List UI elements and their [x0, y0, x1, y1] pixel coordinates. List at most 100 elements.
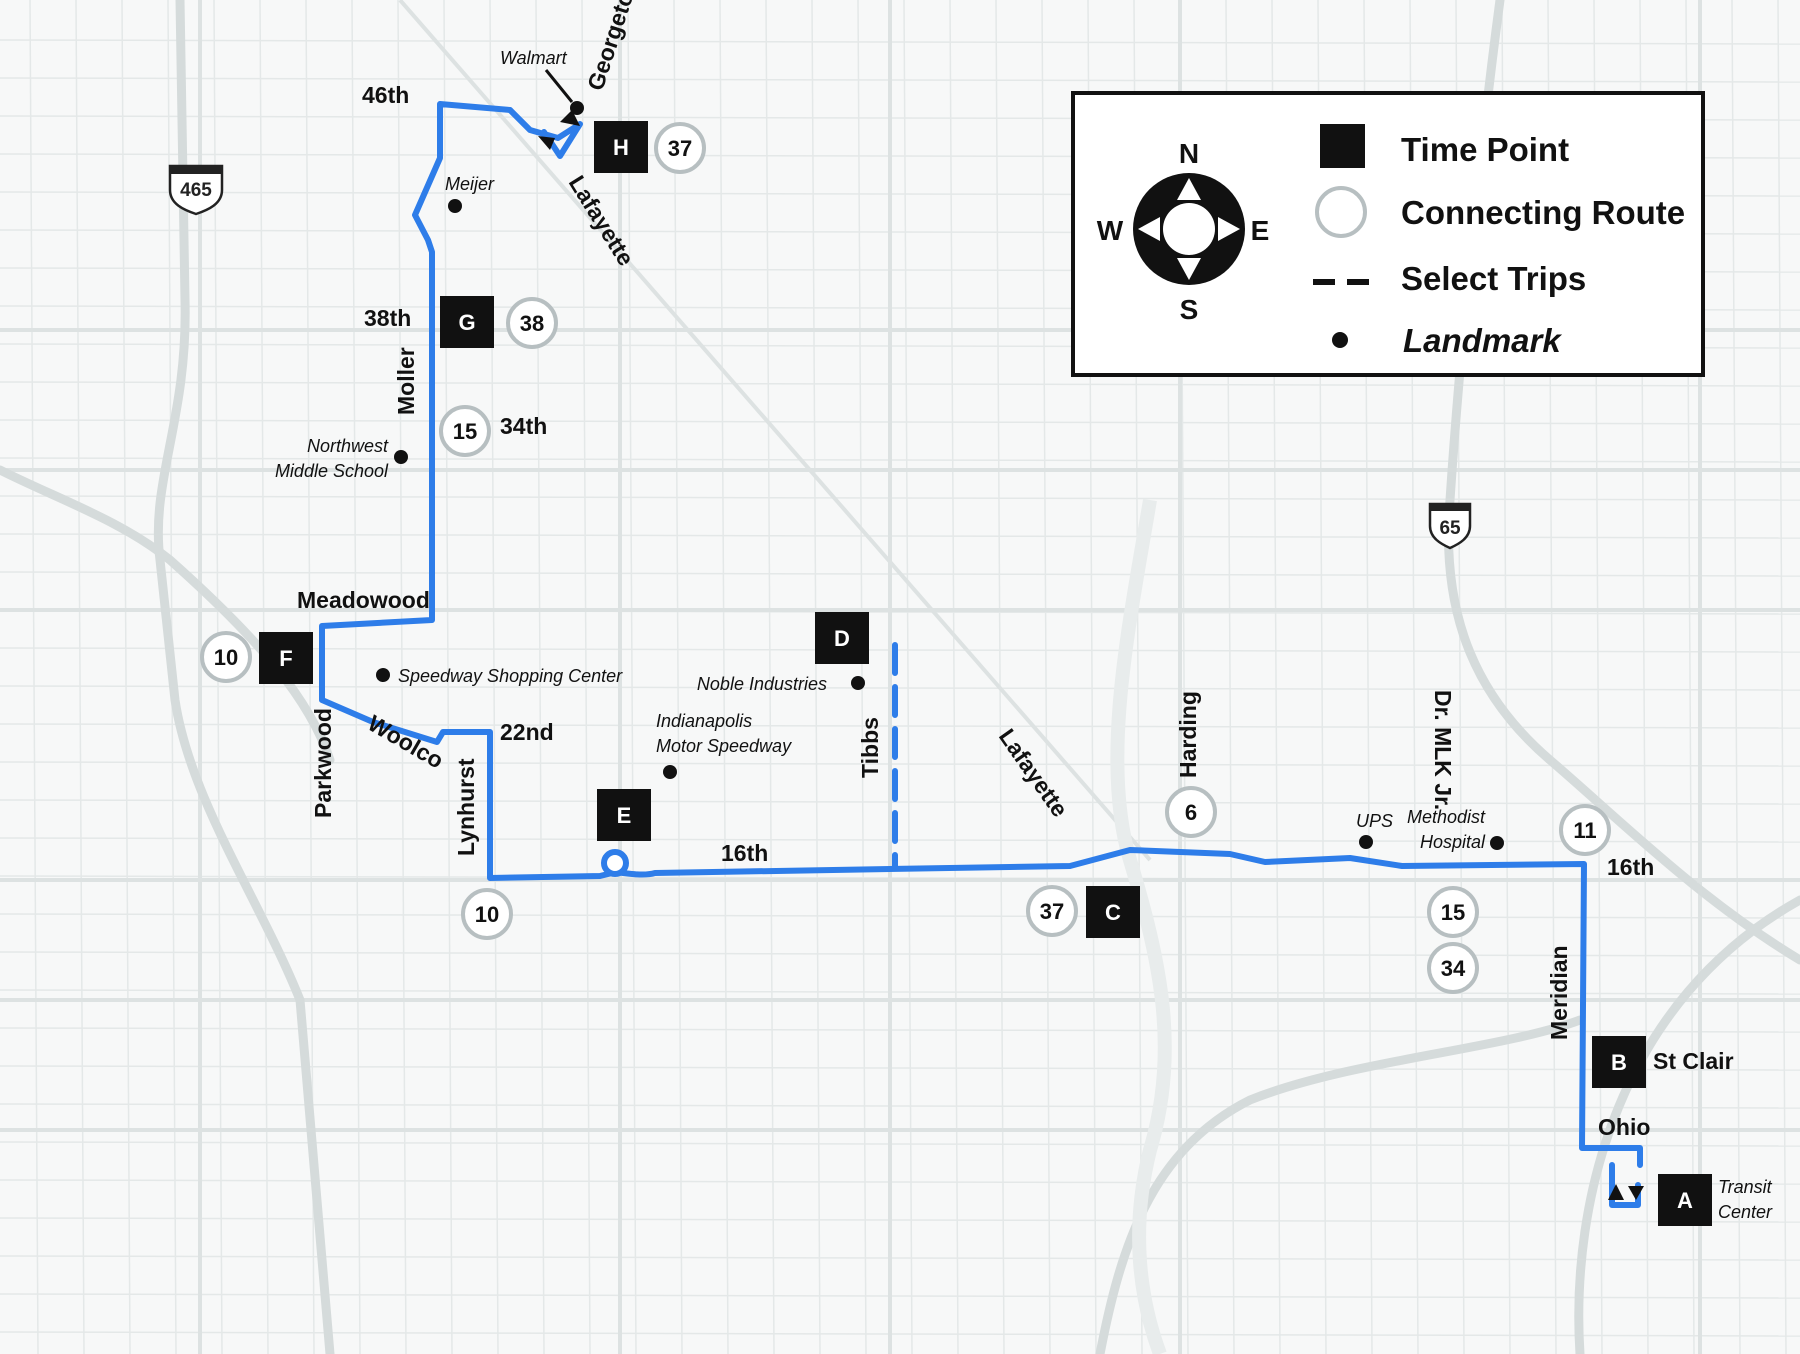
- landmark-transit-label-2: Center: [1718, 1202, 1773, 1222]
- landmark-ims-label-2: Motor Speedway: [656, 736, 792, 756]
- interstate-65-shield: 65: [1428, 502, 1472, 550]
- landmarks: Walmart Meijer Northwest Middle School S…: [275, 48, 1773, 1222]
- landmark-noble-label: Noble Industries: [697, 674, 827, 694]
- connecting-route-15-north: 15: [439, 405, 491, 457]
- legend-connecting-route-label: Connecting Route: [1401, 194, 1685, 231]
- connecting-route-38-label: 38: [520, 311, 544, 336]
- compass-arrow-e: [1218, 217, 1240, 241]
- landmark-ims-label-1: Indianapolis: [656, 711, 752, 731]
- connecting-route-37-south-label: 37: [1040, 899, 1064, 924]
- legend-connecting-route-symbol: [1315, 186, 1367, 238]
- connecting-route-37-north-label: 37: [668, 136, 692, 161]
- legend-landmark-label: Landmark: [1403, 322, 1562, 359]
- landmark-northwest-label-1: Northwest: [307, 436, 389, 456]
- compass-arrow-w: [1138, 217, 1160, 241]
- connecting-route-11: 11: [1559, 804, 1611, 856]
- compass-w: W: [1097, 215, 1124, 246]
- time-point-h-label: H: [613, 135, 629, 160]
- landmark-transit-center: Transit Center: [1718, 1177, 1773, 1222]
- time-point-e-label: E: [617, 803, 632, 828]
- street-16th-east: 16th: [1607, 854, 1654, 880]
- street-mlk: Dr. MLK Jr.: [1430, 690, 1456, 810]
- landmark-walmart: Walmart: [500, 48, 584, 115]
- legend-time-point-symbol: [1320, 124, 1365, 168]
- time-point-b: B: [1592, 1036, 1646, 1088]
- landmark-northwest-middle-school: Northwest Middle School: [275, 436, 408, 481]
- time-point-c: C: [1086, 886, 1140, 938]
- legend-time-point-label: Time Point: [1401, 131, 1569, 168]
- connecting-route-15-east-label: 15: [1441, 900, 1465, 925]
- interstate-65-label: 65: [1439, 518, 1461, 539]
- compass-arrow-n: [1177, 178, 1201, 200]
- connecting-route-10-west-label: 10: [214, 645, 238, 670]
- arrow-north-a: [560, 110, 580, 126]
- time-point-a: A: [1658, 1174, 1712, 1226]
- legend-landmark-symbol: [1332, 332, 1348, 348]
- time-points: H G F D E C B A: [259, 121, 1712, 1226]
- connecting-route-6-label: 6: [1185, 800, 1197, 825]
- arrow-north-b: [538, 136, 555, 150]
- connecting-route-10-south: 10: [461, 888, 513, 940]
- landmark-northwest-label-2: Middle School: [275, 461, 389, 481]
- landmark-transit-label-1: Transit: [1718, 1177, 1773, 1197]
- landmark-walmart-label: Walmart: [500, 48, 568, 68]
- time-point-d-label: D: [834, 626, 850, 651]
- connecting-route-34: 34: [1427, 942, 1479, 994]
- compass-arrow-s: [1177, 258, 1201, 280]
- street-moller: Moller: [393, 347, 419, 415]
- direction-arrows-north: [538, 110, 580, 150]
- connecting-route-38: 38: [506, 297, 558, 349]
- connecting-route-10-west: 10: [200, 631, 252, 683]
- connecting-route-11-label: 11: [1573, 818, 1596, 843]
- landmark-indianapolis-motor-speedway: Indianapolis Motor Speedway: [656, 711, 792, 779]
- street-46th: 46th: [362, 82, 409, 108]
- connecting-routes: 37 38 15 10 10 37 6 15 34 11: [200, 122, 1611, 994]
- landmark-ups-label: UPS: [1356, 811, 1393, 831]
- time-point-c-label: C: [1105, 900, 1121, 925]
- landmark-speedway-shopping-center: Speedway Shopping Center: [376, 666, 623, 686]
- street-22nd: 22nd: [500, 719, 554, 745]
- time-point-e: E: [597, 789, 651, 841]
- street-st-clair: St Clair: [1653, 1048, 1734, 1074]
- landmark-meijer: Meijer: [445, 174, 495, 213]
- compass-s: S: [1180, 294, 1199, 325]
- street-tibbs: Tibbs: [857, 717, 883, 778]
- landmark-noble-industries: Noble Industries: [697, 674, 865, 694]
- street-lafayette-south: Lafayette: [994, 724, 1073, 822]
- landmark-methodist-label-1: Methodist: [1407, 807, 1486, 827]
- street-parkwood: Parkwood: [310, 708, 336, 818]
- street-38th: 38th: [364, 305, 411, 331]
- street-ohio: Ohio: [1598, 1114, 1650, 1140]
- connecting-route-34-label: 34: [1441, 956, 1466, 981]
- street-lafayette-north: Lafayette: [564, 171, 640, 270]
- time-point-d: D: [815, 612, 869, 664]
- time-point-f-label: F: [279, 646, 292, 671]
- street-meadowood: Meadowood: [297, 587, 430, 613]
- route-loop-e: [601, 849, 629, 877]
- interstate-465-label: 465: [180, 180, 212, 201]
- compass-e: E: [1251, 215, 1270, 246]
- street-lynhurst: Lynhurst: [453, 758, 479, 856]
- time-point-a-label: A: [1677, 1188, 1693, 1213]
- street-harding: Harding: [1175, 691, 1201, 778]
- connecting-route-37-south: 37: [1026, 885, 1078, 937]
- time-point-h: H: [594, 121, 648, 173]
- connecting-route-6: 6: [1165, 786, 1217, 838]
- time-point-f: F: [259, 632, 313, 684]
- time-point-g: G: [440, 296, 494, 348]
- connecting-route-15-north-label: 15: [453, 419, 477, 444]
- street-34th: 34th: [500, 413, 547, 439]
- compass-center: [1163, 203, 1215, 255]
- legend-select-trips-label: Select Trips: [1401, 260, 1586, 297]
- interstate-465-shield: 465: [168, 164, 224, 216]
- landmark-meijer-label: Meijer: [445, 174, 495, 194]
- time-point-g-label: G: [458, 310, 475, 335]
- compass: N S E W: [1097, 138, 1270, 325]
- time-point-b-label: B: [1611, 1050, 1627, 1075]
- landmark-speedway-label: Speedway Shopping Center: [398, 666, 623, 686]
- compass-n: N: [1179, 138, 1199, 169]
- landmark-ups: UPS: [1356, 811, 1393, 849]
- street-16th-west: 16th: [721, 840, 768, 866]
